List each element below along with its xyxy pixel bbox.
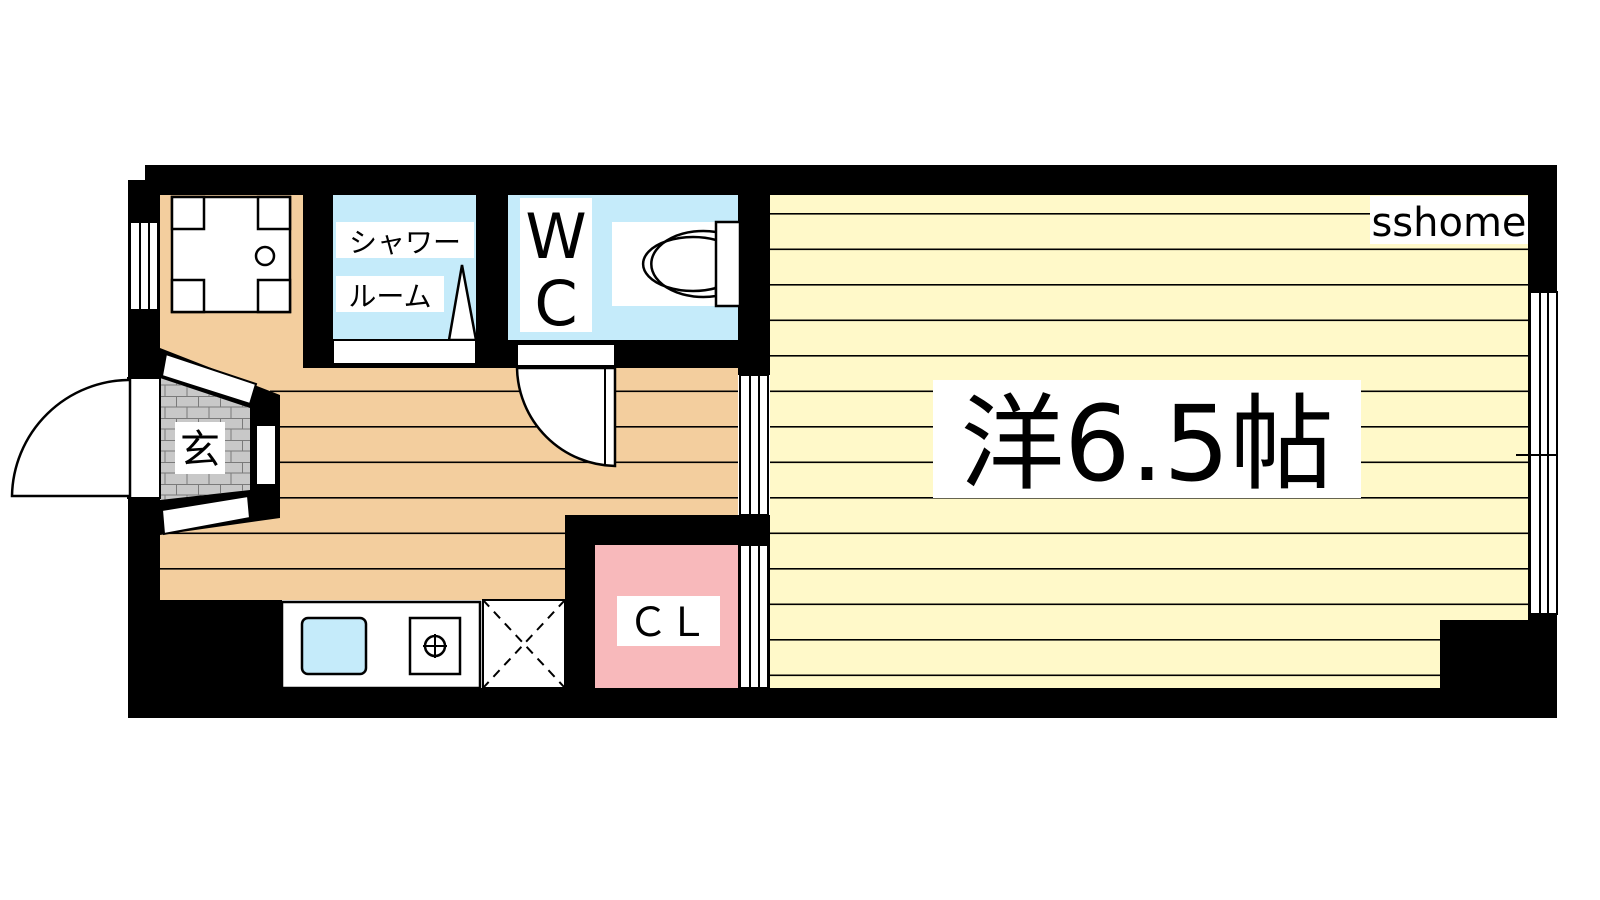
shower-room-label-line2: ルーム [348,280,431,313]
wc-label-line1: W [525,200,586,273]
wc-room: W C [508,195,742,468]
western-room: sshome 洋6.5帖 [770,195,1530,690]
shower-room-label-line1: シャワー [349,226,461,259]
closet: ＣＬ [595,545,738,688]
entrance-label: 玄 [180,427,220,473]
entrance: 玄 [160,348,280,536]
window-left [129,221,159,311]
sliding-door [739,374,770,689]
kitchen-counter [280,599,566,690]
wc-door [515,343,617,468]
washing-machine-space [170,195,292,314]
brand-label: sshome [1371,200,1526,246]
window-right [1516,291,1558,615]
wc-label-line2: C [534,267,577,340]
toilet-icon [612,220,742,308]
western-room-label: 洋6.5帖 [960,383,1333,505]
closet-label: ＣＬ [628,600,708,646]
shower-room: シャワー ルーム [332,195,478,365]
entrance-door [10,377,161,499]
